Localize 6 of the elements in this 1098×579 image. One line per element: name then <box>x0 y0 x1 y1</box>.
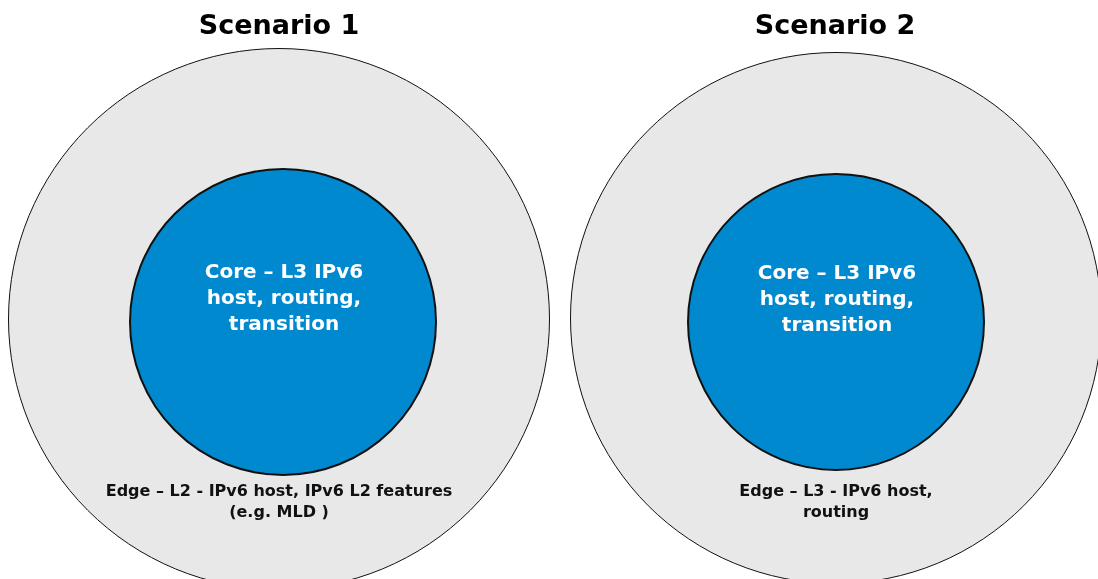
core-label-text: Core – L3 IPv6 host, routing, transition <box>756 259 918 337</box>
edge-label-text: Edge – L2 - IPv6 host, IPv6 L2 features (e.g. MLD ) <box>104 481 454 523</box>
scenario-title: Scenario 2 <box>753 8 917 42</box>
scenario-title: Scenario 1 <box>197 8 361 42</box>
edge-label-text: Edge – L3 - IPv6 host, routing <box>738 481 934 523</box>
core-label-text: Core – L3 IPv6 host, routing, transition <box>203 258 365 336</box>
